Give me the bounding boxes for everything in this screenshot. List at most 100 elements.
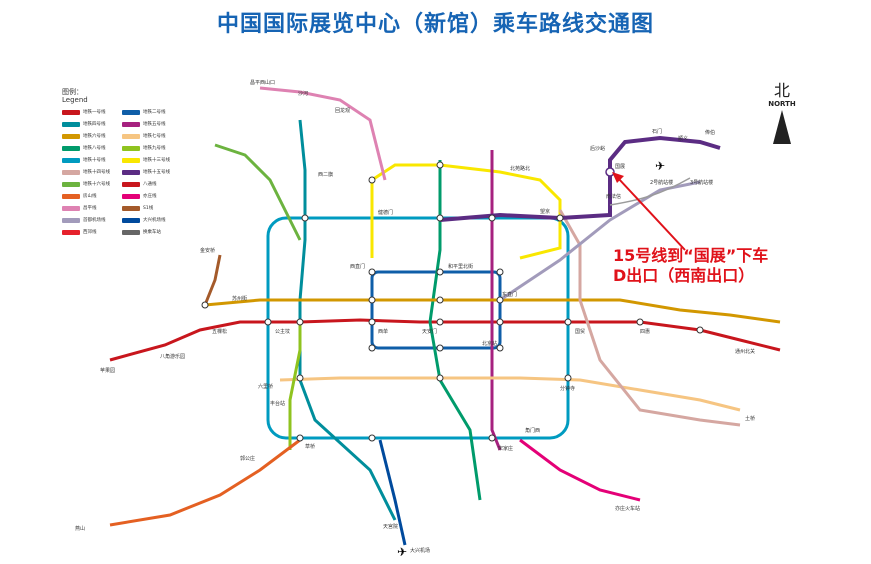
legend-label: 地铁十三号线 <box>143 158 170 163</box>
station-label-daxingairport: 大兴机场 <box>410 547 430 554</box>
legend-label: 昌平线 <box>83 206 97 211</box>
station-label-huilongguan: 回龙观 <box>335 107 350 114</box>
station-label-shimen: 石门 <box>652 128 662 135</box>
station-label-t3: 3号航站楼 <box>690 179 713 186</box>
legend-item: 地铁一号线 <box>62 107 122 117</box>
line-s1[interactable] <box>203 254 222 306</box>
north-arrow-icon <box>773 110 791 144</box>
legend-label: 八通线 <box>143 182 157 187</box>
legend-item: 地铁九号线 <box>122 143 182 153</box>
line-8[interactable] <box>428 160 482 501</box>
station-label-songjiazhuang: 宋家庄 <box>498 445 513 452</box>
legend-label: 地铁六号线 <box>83 134 106 139</box>
station-label-changping: 昌平西山口 <box>250 79 275 86</box>
legend-swatch <box>122 145 140 151</box>
station-label-jiaomen: 角门西 <box>525 427 540 434</box>
callout-arrow <box>617 177 686 251</box>
station-label-wukesong: 五棵松 <box>212 328 227 335</box>
station-label-beiyuan: 北苑路北 <box>510 165 530 172</box>
legend-swatch <box>62 205 80 211</box>
line-13[interactable] <box>370 163 562 260</box>
legend-item: S1线 <box>122 203 182 213</box>
station-label-liuliqiao: 六里桥 <box>258 383 273 390</box>
transfer-stations <box>201 161 704 442</box>
north-indicator: 北 NORTH <box>762 82 802 144</box>
line-fangshan[interactable] <box>109 438 301 527</box>
legend-swatch <box>122 169 140 175</box>
legend-label: 首都机场线 <box>83 218 106 223</box>
station-label-jinganqiao: 金安桥 <box>200 247 215 254</box>
legend-item: 地铁十五号线 <box>122 167 182 177</box>
legend-swatch <box>122 205 140 211</box>
legend-label: 地铁九号线 <box>143 146 166 151</box>
callout-arrowhead <box>612 172 624 183</box>
legend-item: 西郊线 <box>62 227 122 237</box>
line-7[interactable] <box>279 376 741 412</box>
station-label-beijingzhan: 北京站 <box>482 340 497 347</box>
legend-swatch <box>62 145 80 151</box>
line-daxing-airport[interactable] <box>378 439 407 546</box>
line-1[interactable] <box>109 318 781 362</box>
station-label-xierqi: 西二旗 <box>318 171 333 178</box>
station-label-fengbo: 俸伯 <box>705 129 715 136</box>
station-label-caoqiao: 草桥 <box>305 443 315 450</box>
station-label-shahe: 沙河 <box>298 90 308 97</box>
line-changping[interactable] <box>259 86 387 181</box>
legend-swatch <box>62 121 80 127</box>
legend-swatch <box>122 109 140 115</box>
legend: 图例： Legend 地铁一号线地铁二号线地铁四号线地铁五号线地铁六号线地铁七号… <box>62 88 182 237</box>
station-label-fenzhongsi: 分钟寺 <box>560 385 575 392</box>
legend-item: 地铁七号线 <box>122 131 182 141</box>
legend-item: 房山线 <box>62 191 122 201</box>
legend-label: 地铁二号线 <box>143 110 166 115</box>
legend-swatch <box>62 193 80 199</box>
legend-label: 地铁十五号线 <box>143 170 170 175</box>
station-label-yanshan: 燕山 <box>75 525 85 532</box>
station-label-pingguoyuan: 苹果园 <box>100 367 115 374</box>
legend-item: 地铁十四号线 <box>62 167 122 177</box>
legend-swatch <box>62 181 80 187</box>
legend-swatch <box>122 229 140 235</box>
legend-item: 亦庄线 <box>122 191 182 201</box>
line-16[interactable] <box>214 143 302 241</box>
station-label-tiangongyuan: 天宫院 <box>383 523 398 530</box>
north-char: 北 <box>773 81 790 100</box>
station-label-fengtai: 丰台站 <box>270 400 285 407</box>
station-label-yizhuang: 亦庄火车站 <box>615 505 640 512</box>
legend-subtitle: Legend <box>62 96 88 104</box>
line-9[interactable] <box>288 322 302 450</box>
legend-label: 亦庄线 <box>143 194 157 199</box>
station-label-t2: 2号航站楼 <box>650 179 673 186</box>
north-label: NORTH <box>768 100 796 108</box>
legend-label: 西郊线 <box>83 230 97 235</box>
legend-item: 地铁五号线 <box>122 119 182 129</box>
legend-label: 换乘车站 <box>143 230 161 235</box>
station-label-hepingli: 和平里北街 <box>448 263 473 270</box>
airplane-icon: ✈ <box>655 159 665 173</box>
station-label-xidan: 西单 <box>378 328 388 335</box>
station-label-dongzhimen: 东直门 <box>502 291 517 298</box>
legend-item: 昌平线 <box>62 203 122 213</box>
callout-note: 15号线到“国展”下车 D出口（西南出口） <box>613 246 823 286</box>
station-label-wangjing: 望京 <box>540 208 550 215</box>
line-15[interactable] <box>439 135 721 222</box>
callout-line1: 15号线到“国展”下车 <box>613 246 769 265</box>
legend-item: 大兴机场线 <box>122 215 182 225</box>
legend-label: 大兴机场线 <box>143 218 166 223</box>
station-label-gongzhufen: 公主坟 <box>275 328 290 335</box>
legend-item: 地铁四号线 <box>62 119 122 129</box>
legend-swatch <box>62 229 80 235</box>
legend-swatch <box>122 157 140 163</box>
station-label-sihui: 四惠 <box>640 328 650 335</box>
line-yizhuang[interactable] <box>519 438 641 502</box>
legend-item: 八通线 <box>122 179 182 189</box>
station-label-guomao: 国贸 <box>575 328 585 335</box>
station-label-tiananmen: 天安门 <box>422 328 437 335</box>
station-label-bajiao: 八角游乐园 <box>160 353 185 360</box>
legend-swatch <box>122 121 140 127</box>
station-guozhan-marker[interactable] <box>605 167 615 177</box>
station-label-jiandemen: 健德门 <box>378 209 393 216</box>
legend-item: 地铁十三号线 <box>122 155 182 165</box>
line-10[interactable] <box>266 216 570 440</box>
